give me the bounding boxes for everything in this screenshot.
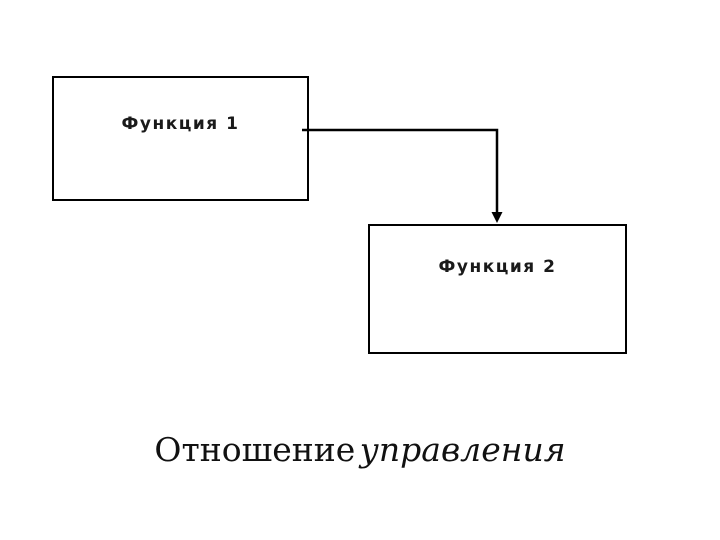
caption-text-emphasis: управления [359, 430, 566, 469]
node-function-2[interactable]: Функция 2 [368, 224, 627, 354]
node-function-1-label: Функция 1 [121, 113, 240, 134]
diagram-caption: Отношение управления [0, 430, 720, 469]
node-function-2-label: Функция 2 [438, 257, 557, 277]
connector-function1-to-function2 [302, 128, 503, 223]
node-function-1[interactable]: Функция 1 [52, 76, 309, 201]
caption-text-primary: Отношение [154, 430, 356, 469]
